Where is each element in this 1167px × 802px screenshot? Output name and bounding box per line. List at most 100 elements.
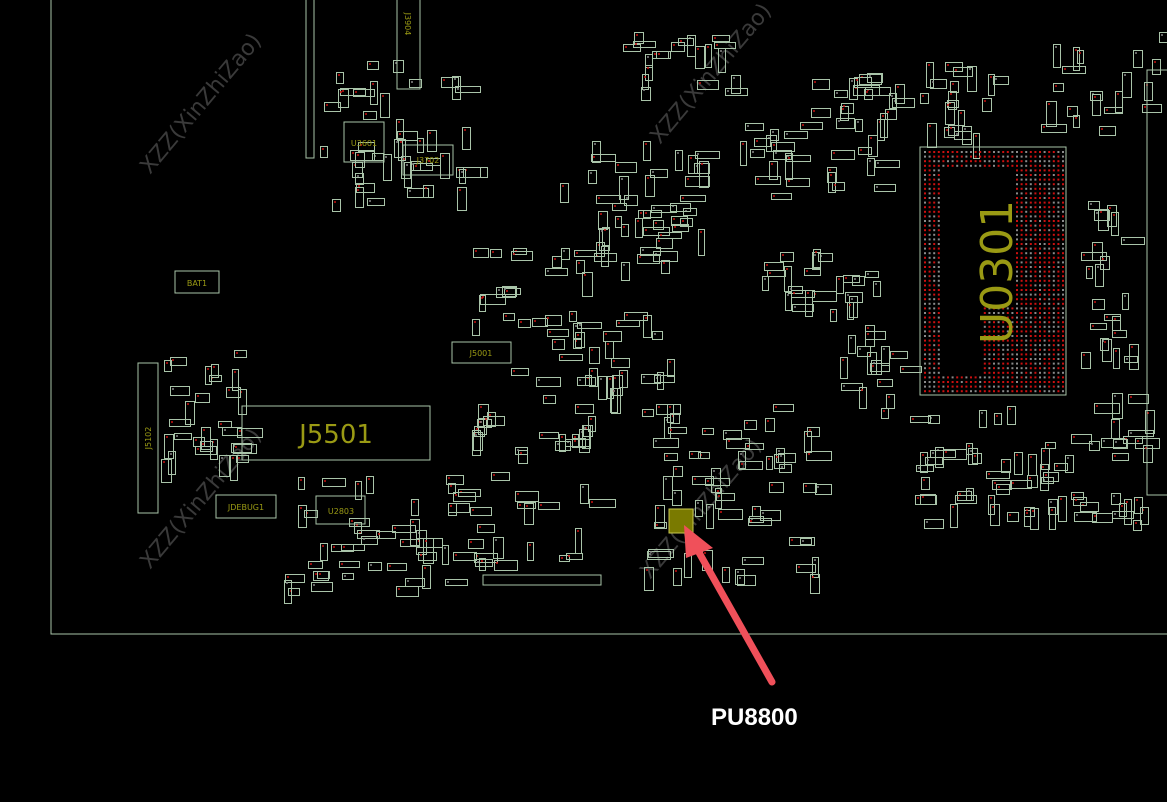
passive-component[interactable] [579,429,590,453]
passive-component[interactable] [800,538,812,545]
passive-component[interactable] [349,518,370,527]
passive-component[interactable] [731,75,741,94]
passive-component[interactable] [1058,496,1067,522]
passive-component[interactable] [195,393,210,403]
passive-component[interactable] [1128,394,1149,404]
passive-component[interactable] [487,412,496,427]
passive-component[interactable] [867,158,875,176]
passive-component[interactable] [559,555,570,562]
passive-component[interactable] [1062,66,1086,74]
passive-component[interactable] [218,421,232,428]
passive-component[interactable] [1111,212,1119,236]
passive-component[interactable] [755,176,781,185]
passive-component[interactable] [1104,107,1123,114]
passive-component[interactable] [771,193,792,200]
passive-component[interactable] [452,76,461,100]
passive-component[interactable] [685,176,710,187]
passive-component[interactable] [762,276,769,291]
passive-component[interactable] [1014,452,1023,475]
passive-component[interactable] [1092,513,1113,523]
passive-component[interactable] [890,351,908,359]
passive-component[interactable] [1133,50,1143,68]
passive-component[interactable] [655,505,665,528]
passive-component[interactable] [338,89,349,108]
passive-component[interactable] [718,48,726,73]
passive-component[interactable] [320,146,328,158]
passive-component[interactable] [582,425,591,449]
passive-component[interactable] [986,471,1010,479]
passive-component[interactable] [284,580,292,604]
passive-component[interactable] [769,161,778,180]
passive-component[interactable] [764,262,784,271]
passive-component[interactable] [616,320,640,327]
passive-component[interactable] [1053,44,1061,68]
passive-component[interactable] [552,339,565,350]
passive-component[interactable] [836,118,855,129]
passive-component[interactable] [663,476,673,500]
passive-component[interactable] [957,491,972,501]
passive-component[interactable] [778,453,796,463]
passive-component[interactable] [643,210,662,218]
passive-component[interactable] [1024,507,1035,517]
passive-component[interactable] [545,268,568,276]
passive-component[interactable] [754,138,771,147]
passive-component[interactable] [1094,210,1110,221]
passive-component[interactable] [634,32,644,44]
passive-component[interactable] [418,552,437,561]
passive-component[interactable] [1041,448,1050,470]
passive-component[interactable] [635,218,643,238]
passive-component[interactable] [832,182,845,191]
passive-component[interactable] [643,227,670,236]
passive-component[interactable] [442,545,449,565]
passive-component[interactable] [575,528,582,554]
component-jdebug1[interactable]: JDEBUG1 [215,494,277,519]
passive-component[interactable] [831,150,855,160]
passive-component[interactable] [367,61,379,70]
passive-component[interactable] [982,98,992,112]
passive-component[interactable] [396,586,419,597]
passive-component[interactable] [668,427,687,434]
passive-component[interactable] [915,495,937,505]
passive-component[interactable] [474,426,485,437]
passive-component[interactable] [445,579,468,586]
passive-component[interactable] [1071,492,1084,500]
passive-component[interactable] [355,481,362,500]
passive-component[interactable] [480,294,506,305]
passive-component[interactable] [670,203,691,212]
passive-component[interactable] [594,253,617,262]
passive-component[interactable] [392,525,416,533]
passive-component[interactable] [1144,82,1153,101]
connector-bottom[interactable] [482,574,602,586]
passive-component[interactable] [889,93,897,109]
passive-component[interactable] [517,502,536,509]
passive-component[interactable] [672,224,689,232]
passive-component[interactable] [569,311,577,322]
passive-component[interactable] [320,543,328,561]
passive-component[interactable] [653,220,664,230]
passive-component[interactable] [962,126,972,145]
passive-component[interactable] [875,160,900,168]
passive-component[interactable] [637,254,660,264]
passive-component[interactable] [858,147,872,155]
passive-component[interactable] [459,169,466,184]
passive-component[interactable] [341,544,365,551]
passive-component[interactable] [944,127,955,138]
passive-component[interactable] [1119,503,1127,517]
passive-component[interactable] [827,167,837,183]
passive-component[interactable] [358,142,375,152]
passive-component[interactable] [592,141,601,163]
passive-component[interactable] [336,72,344,84]
passive-component[interactable] [865,331,886,340]
passive-component[interactable] [859,387,867,409]
passive-component[interactable] [494,560,518,571]
passive-component[interactable] [621,262,630,281]
small-components[interactable] [161,32,1167,604]
passive-component[interactable] [313,571,329,581]
passive-component[interactable] [588,170,597,184]
passive-component[interactable] [1024,510,1031,527]
passive-component[interactable] [493,537,504,559]
passive-component[interactable] [405,578,425,587]
passive-component[interactable] [524,503,534,525]
component-j5102[interactable]: J5102 [137,362,159,514]
